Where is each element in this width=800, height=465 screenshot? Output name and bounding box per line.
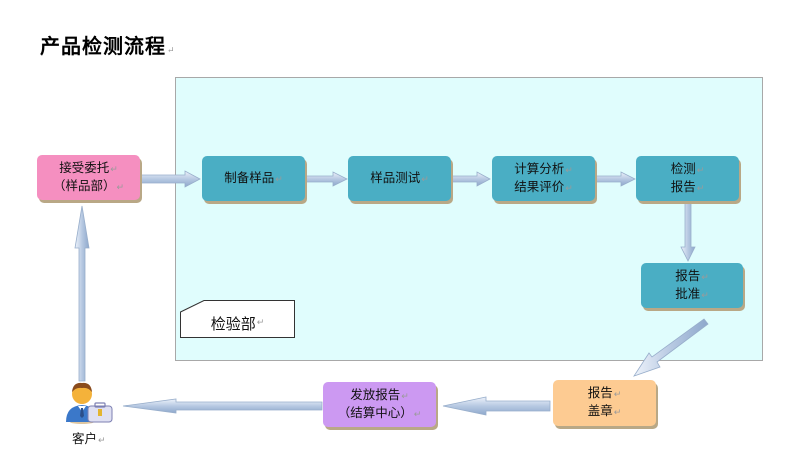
department-label: 检验部 (210, 314, 256, 333)
paragraph-mark: ↵ (167, 46, 176, 56)
node-issue-report[interactable]: 发放报告↵ （结算中心）↵ (323, 382, 436, 427)
node-report-stamp[interactable]: 报告↵ 盖章↵ (553, 380, 656, 426)
node-sample-test[interactable]: 样品测试↵ (348, 156, 451, 201)
customer-label: 客户↵ (72, 431, 106, 446)
arrow-test-to-analyze (450, 171, 491, 187)
node-accept-commission[interactable]: 接受委托↵ （样品部）↵ (37, 155, 140, 200)
arrow-report-to-approve (680, 201, 696, 262)
arrow-prepare-to-test (305, 171, 348, 187)
arrow-customer-to-accept (74, 205, 90, 382)
node-test-report[interactable]: 检测↵ 报告↵ (636, 156, 739, 201)
customer-node[interactable] (62, 378, 118, 446)
arrow-issue-to-customer (122, 398, 323, 414)
arrow-stamp-to-issue (442, 396, 551, 416)
department-label-box: 检验部↵ (180, 300, 295, 338)
arrow-analyze-to-report (594, 171, 636, 187)
node-analyze-evaluate[interactable]: 计算分析↵ 结果评价↵ (492, 156, 595, 201)
arrow-accept-to-prepare (140, 170, 201, 188)
customer-with-briefcase-icon (66, 382, 113, 424)
node-report-approval[interactable]: 报告↵ 批准↵ (641, 263, 743, 308)
page-title: 产品检测流程↵ (40, 34, 176, 58)
department-label-shape (180, 300, 295, 338)
node-prepare-sample[interactable]: 制备样品↵ (202, 156, 305, 201)
arrow-approve-to-stamp (633, 318, 709, 377)
